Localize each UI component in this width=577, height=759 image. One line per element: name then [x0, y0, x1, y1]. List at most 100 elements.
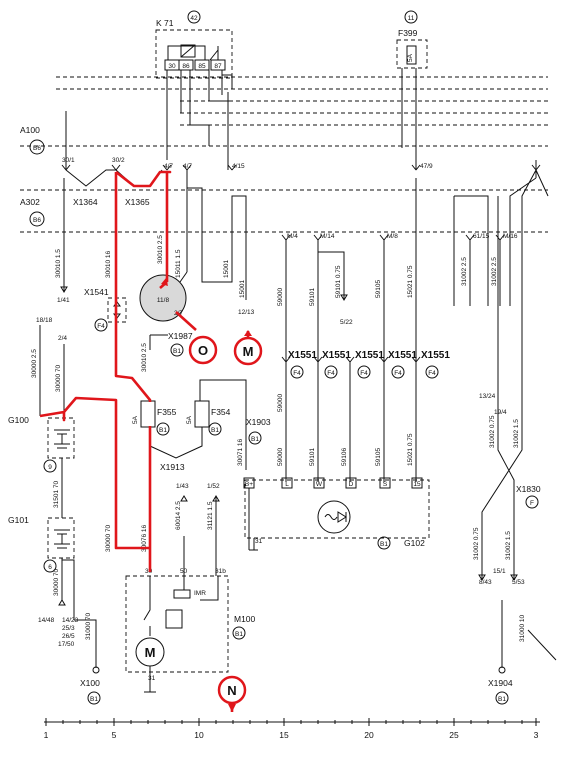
terminal-30-1: 30/1	[62, 157, 75, 164]
pin-30: 30	[168, 63, 176, 70]
wire-label: 31002 1.5	[513, 419, 520, 448]
terminal-30-2: 30/2	[112, 157, 125, 164]
terminal-4-15: 4/15	[232, 163, 245, 170]
connector-x1365: X1365	[125, 197, 150, 207]
wire-label: 15001	[239, 280, 246, 298]
fuse-rating: 5A	[186, 415, 193, 424]
terminal-15: 15	[413, 481, 421, 488]
relay-k71-box	[155, 29, 233, 79]
wire-label: 59105	[375, 280, 382, 298]
ref-14-48: 14/48	[38, 617, 55, 624]
fuse-f355	[140, 400, 156, 428]
ref-18-18: 18/18	[36, 317, 53, 324]
wire-label: 31000 10	[519, 615, 526, 642]
terminal-w: W	[316, 481, 323, 488]
terminal-4-7: 4/7	[164, 163, 173, 170]
circle-b6: B6	[33, 145, 41, 152]
ref-17-50: 17/50	[58, 641, 75, 648]
terminal-31: 31	[255, 538, 263, 545]
ref-19-4: 19/4	[494, 409, 507, 416]
x1551-group: X1551 X1551 X1551 X1551 X1551 F4 F4 F4 F…	[281, 350, 450, 482]
connector-x1541: X1541	[84, 287, 109, 297]
scale-tick-label: 1	[44, 730, 49, 740]
wire-label: 15021 0.75	[407, 265, 414, 298]
terminal-31: 31	[148, 675, 156, 682]
plug-m14: M/14	[320, 233, 335, 240]
wire-label: 30071 16	[237, 439, 244, 466]
wire-label: 31002 0.75	[489, 415, 496, 448]
scale-tick-label: 15	[279, 730, 289, 740]
wire-label: 31121 1.5	[207, 501, 214, 530]
connector-x1364: X1364	[73, 197, 98, 207]
motor-letter: M	[145, 645, 156, 660]
circle-b1: B1	[173, 348, 181, 355]
plug-m4: M/4	[287, 233, 298, 240]
ref-1-43: 1/43	[176, 483, 189, 490]
connector-x1903: X1903	[246, 417, 271, 427]
wire-label: 31002 1.5	[505, 531, 512, 560]
circle-f4: F4	[394, 370, 402, 377]
fuse-rating: 5A	[407, 53, 414, 62]
circle-f4: F4	[428, 370, 436, 377]
connector-x1913: X1913	[160, 462, 185, 472]
scale-tick-label: 5	[112, 730, 117, 740]
circle-b1: B1	[380, 541, 388, 548]
ref-13-24: 13/24	[479, 393, 496, 400]
wire-label: 30000 70	[105, 525, 112, 552]
marker-n-label: N	[227, 683, 236, 698]
alternator-g102	[244, 479, 430, 539]
circle-f: F	[530, 500, 534, 507]
wire-label: 15021 0.75	[407, 433, 414, 466]
pin-87: 87	[214, 63, 222, 70]
ref-2-4: 2/4	[58, 335, 67, 342]
alternator-symbol	[317, 500, 351, 534]
fuse-f354	[194, 400, 210, 428]
module-a302: A302	[20, 197, 40, 207]
circle-b6: B6	[33, 217, 41, 224]
connector-x1551: X1551	[388, 350, 417, 361]
ref-25-3: 25/3	[62, 625, 75, 632]
circle-b1: B1	[211, 427, 219, 434]
terminal-s: S	[383, 481, 388, 488]
wire-label: 30010 2.5	[157, 235, 164, 264]
wire-label: 59000	[277, 288, 284, 306]
ref-1-52: 1/52	[207, 483, 220, 490]
wire-label: 30000 70	[53, 569, 60, 596]
ref-26-5: 26/5	[62, 633, 75, 640]
ref-1-41: 1/41	[57, 297, 70, 304]
starter-relay-label: IMR	[194, 590, 206, 597]
terminal-31b: 31b	[215, 568, 226, 575]
component-label: 11/8	[157, 297, 170, 304]
ref-5-53: 5/53	[512, 579, 525, 586]
starter-m100-box	[125, 575, 229, 673]
marker-m-label: M	[243, 344, 254, 359]
wire-label: 60014 2.5	[175, 501, 182, 530]
scale-tick-label: 25	[449, 730, 459, 740]
battery-g101: G101	[8, 515, 29, 525]
circle-marker	[187, 10, 201, 24]
wire-label: 30010 2.5	[141, 343, 148, 372]
wire-label: 31002 0.75	[473, 527, 480, 560]
terminal-l: L	[285, 481, 289, 488]
circle-6: 6	[48, 564, 52, 571]
wire-label: 30010 1.5	[55, 249, 62, 278]
terminal-b: B+	[245, 481, 253, 488]
scale-tick-label: 3	[534, 730, 539, 740]
ref-12-13: 12/13	[238, 309, 255, 316]
plug-m8: M/8	[387, 233, 398, 240]
relay-label: K 71	[156, 18, 174, 28]
ref-5-22: 5/22	[340, 319, 353, 326]
circle-b1: B1	[498, 696, 506, 703]
wire-label: 30000 70	[55, 365, 62, 392]
pin-85: 85	[198, 63, 206, 70]
marker-m	[233, 336, 263, 366]
marker-o	[188, 335, 218, 365]
wire-label: 30010 16	[105, 251, 112, 278]
plug-m16: M/16	[503, 233, 518, 240]
circle-b1: B1	[90, 696, 98, 703]
circle-f4: F4	[97, 323, 105, 330]
marker-o-label: O	[198, 343, 208, 358]
starter-label: M100	[234, 614, 256, 624]
ref-15-1: 15/1	[493, 568, 506, 575]
